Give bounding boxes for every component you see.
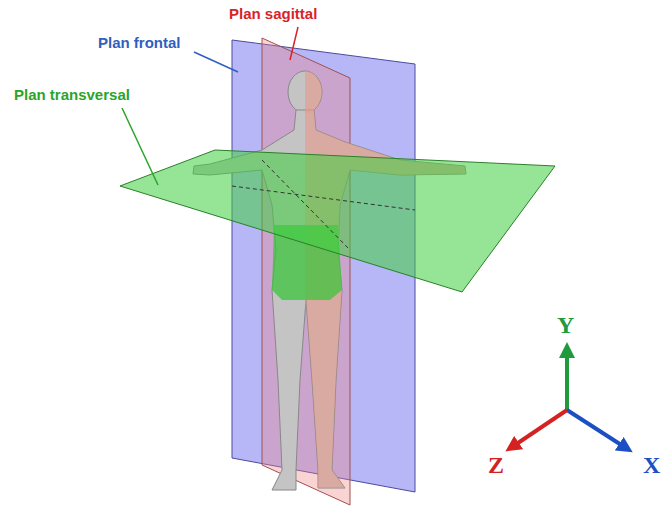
plane-label: Plan transversal [14, 87, 130, 104]
leader-line [290, 27, 298, 60]
axis-z [512, 410, 567, 447]
axis-label: Y [557, 312, 574, 338]
axis-label: X [643, 452, 660, 478]
axis-x [567, 410, 626, 448]
axis-y [565, 350, 569, 410]
axis-label: Z [488, 452, 504, 478]
leader-line [122, 108, 158, 185]
sagittal-plane [262, 38, 350, 505]
leader-line [194, 52, 238, 72]
transversal-plane [120, 150, 555, 292]
plane-label: Plan sagittal [229, 6, 317, 23]
plane-label: Plan frontal [98, 35, 181, 52]
